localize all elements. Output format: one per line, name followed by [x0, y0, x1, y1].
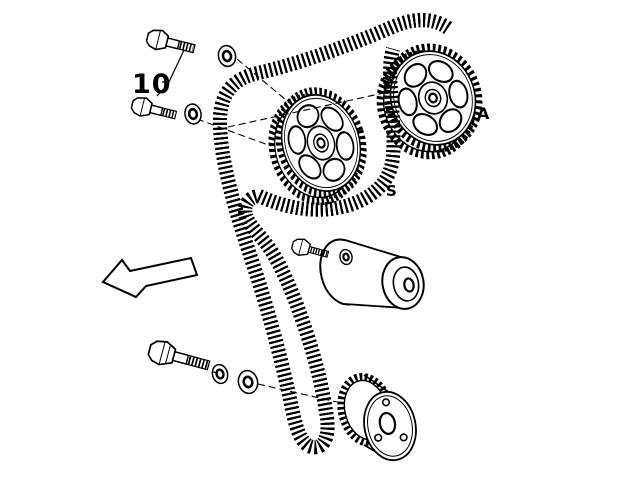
direction-arrow	[101, 256, 199, 299]
leader-washer-to-crank	[257, 383, 338, 403]
leader-lines	[196, 58, 389, 403]
camshaft-sprocket-a	[376, 43, 483, 160]
washer-1	[217, 44, 237, 68]
bolt1-head	[145, 29, 170, 51]
camshaft-sprocket-s	[268, 87, 367, 206]
sprocket-a-hub	[417, 81, 449, 115]
crank-center-hole	[378, 411, 397, 435]
leader-washer2-to-s	[196, 118, 272, 147]
tensioner-hole	[403, 277, 415, 293]
crank-face	[363, 390, 417, 462]
crankshaft-sprocket	[337, 372, 417, 462]
bolt2-head	[130, 97, 153, 117]
label-sprocket-s: S	[386, 182, 397, 200]
bolt2-threads	[159, 107, 176, 119]
label-group-number: 10	[132, 69, 172, 100]
crank-bolt-threads	[184, 355, 209, 369]
tensioner-bolt	[290, 238, 330, 258]
tensioner-pulley	[319, 238, 425, 310]
camshaft-bolt-2	[130, 97, 178, 120]
label-sprocket-a: A	[477, 104, 490, 123]
tensioner-washer	[339, 248, 353, 266]
crankshaft-bolt	[147, 340, 211, 371]
sprocket-s-teeth	[275, 87, 367, 199]
sprocket-s-hub	[306, 125, 336, 161]
sprocket-s-holes	[287, 104, 355, 182]
leader-to-sprocket-a	[227, 91, 389, 128]
lock-washer	[211, 363, 229, 385]
flat-washer	[237, 369, 259, 395]
camshaft-bolt-1	[145, 29, 196, 54]
callout-bracket	[156, 49, 185, 97]
sprocket-a-teeth	[383, 43, 483, 153]
leader-washer1-to-s	[236, 58, 293, 106]
sprocket-a-holes	[397, 59, 469, 137]
washer-2	[184, 103, 202, 125]
tensioner-bolt-threads	[309, 246, 328, 258]
bolt1-threads	[175, 40, 194, 53]
timing-belt	[220, 20, 448, 447]
